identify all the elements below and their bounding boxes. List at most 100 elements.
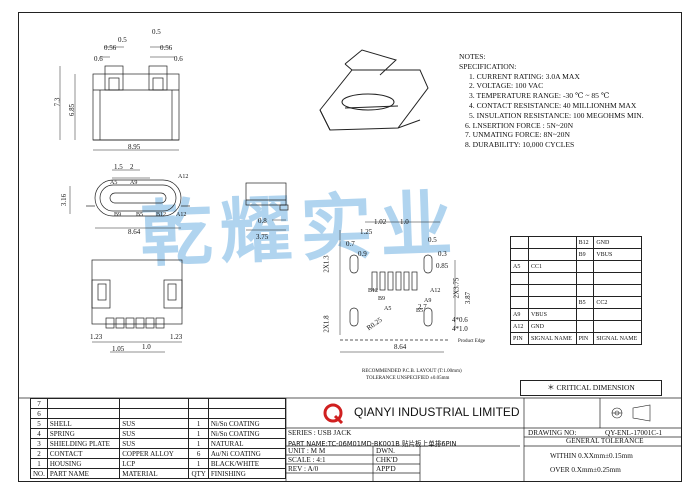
pin-label: B5 (136, 212, 144, 218)
pin-table-cell (575, 284, 595, 297)
pin-table-cell (510, 248, 529, 261)
pin-table-cell (527, 284, 577, 297)
bom-cell (207, 398, 287, 409)
dim-label: 3.75 (256, 233, 269, 241)
note-item: 1. CURRENT RATING: 3.0A MAX (469, 71, 580, 81)
dim-label: 0.8 (258, 217, 267, 225)
dim-label: 0.3 (438, 250, 447, 258)
pin-label: A12 (176, 212, 187, 218)
bom-cell (188, 408, 209, 419)
critical-dimension-note: ＊ CRITICAL DIMENSION (520, 380, 662, 396)
dim-label: 1.05 (112, 345, 125, 353)
bom-cell: 1 (188, 418, 209, 429)
pin-table-cell: B5 (575, 296, 595, 309)
bom-cell: SUS (119, 438, 190, 449)
dim-label: 7.3 (53, 97, 62, 107)
bom-cell: Au/Ni COATING (207, 448, 287, 459)
dim-label: 2.7 (418, 303, 427, 311)
pin-label: B12 (156, 212, 167, 218)
pin-table-row (510, 272, 642, 285)
pin-table-cell (510, 284, 529, 297)
bom-cell (188, 398, 209, 409)
bom-cell (46, 408, 121, 419)
pin-table-cell: PIN (510, 332, 529, 345)
pin-table-row (510, 284, 642, 297)
pin-table-cell (527, 248, 577, 261)
pin-table-cell (575, 272, 595, 285)
dim-label: 1.5 (114, 163, 123, 171)
pin-table-cell (575, 308, 595, 321)
pin-table-cell: PIN (575, 332, 595, 345)
pin-table-cell (575, 260, 595, 273)
dim-label: 0.6 (94, 55, 103, 63)
bom-cell: 1 (30, 458, 48, 469)
dim-label: 6.85 (68, 103, 77, 117)
bom-cell: COPPER ALLOY (119, 448, 190, 459)
bom-cell: Ni/Sn COATING (207, 418, 287, 429)
pin-table-cell (510, 296, 529, 309)
bom-cell: 7 (30, 398, 48, 409)
dim-label: 1.0 (400, 218, 409, 226)
note-item: 3. TEMPERATURE RANGE: -30 ℃ ~ 85 ℃ (469, 91, 610, 101)
pin-table-cell (593, 260, 642, 273)
bom-row: 6 (30, 408, 287, 419)
dim-label: 8.64 (394, 343, 407, 351)
dim-label: 2X1.3 (322, 255, 331, 273)
pin-table-cell: CC2 (593, 296, 642, 309)
pin-label: A12 (430, 288, 441, 294)
bom-cell: QTY (188, 468, 209, 479)
note-item: 5. INSULATION RESISTANCE: 100 MEGOHMS MI… (469, 110, 644, 120)
bom-cell: 4 (30, 428, 48, 439)
pin-table-cell: B12 (575, 236, 595, 249)
pin-label: B5 (416, 308, 424, 314)
notes-spec: SPECIFICATION: (459, 61, 517, 71)
dim-label: 0.5 (152, 28, 161, 36)
bom-cell: CONTACT (46, 448, 121, 459)
pin-table-cell: A5 (510, 260, 529, 273)
pin-table-cell (575, 320, 595, 333)
dim-label: 2X3.75 (452, 277, 461, 299)
bom-cell: NO. (30, 468, 48, 479)
dim-label: 8.95 (128, 143, 141, 151)
pin-table-cell: VBUS (527, 308, 577, 321)
bom-cell: 1 (188, 458, 209, 469)
product-edge-label: Product Edge (458, 339, 486, 344)
notes-title: NOTES: (459, 52, 486, 61)
dim-label: 3.16 (60, 193, 69, 207)
pin-label: A5 (110, 180, 118, 186)
bom-cell: Ni/Sn COATING (207, 428, 287, 439)
company-logo-icon (323, 403, 344, 424)
pin-table-cell: GND (593, 236, 642, 249)
chkd-label: CHK'D (376, 456, 398, 464)
bom-cell: 1 (188, 428, 209, 439)
dim-label: 4*1.0 (452, 325, 468, 333)
dim-label: 0.56 (104, 44, 117, 52)
company-name: QIANYI INDUSTRIAL LIMITED (354, 405, 520, 419)
general-tolerance: GENERAL TOLERANCE (566, 437, 644, 445)
pin-label: A9 (424, 298, 432, 304)
note-item: 4. CONTACT RESISTANCE: 40 MILLIONHM MAX (469, 100, 637, 110)
drawing-frame (18, 12, 682, 482)
dim-label: 4*0.6 (452, 316, 468, 324)
bom-cell: 1 (188, 438, 209, 449)
dim-label: 1.25 (360, 228, 373, 236)
bom-cell: SUS (119, 428, 190, 439)
side-profile-view (245, 182, 289, 231)
pin-table-cell (527, 272, 577, 285)
dim-label: 0.5 (428, 236, 437, 244)
bottom-view (91, 259, 183, 353)
bom-cell: 5 (30, 418, 48, 429)
rev: REV : A/0 (288, 465, 319, 473)
bom-cell (119, 398, 190, 409)
dim-label: 1.02 (374, 218, 387, 226)
